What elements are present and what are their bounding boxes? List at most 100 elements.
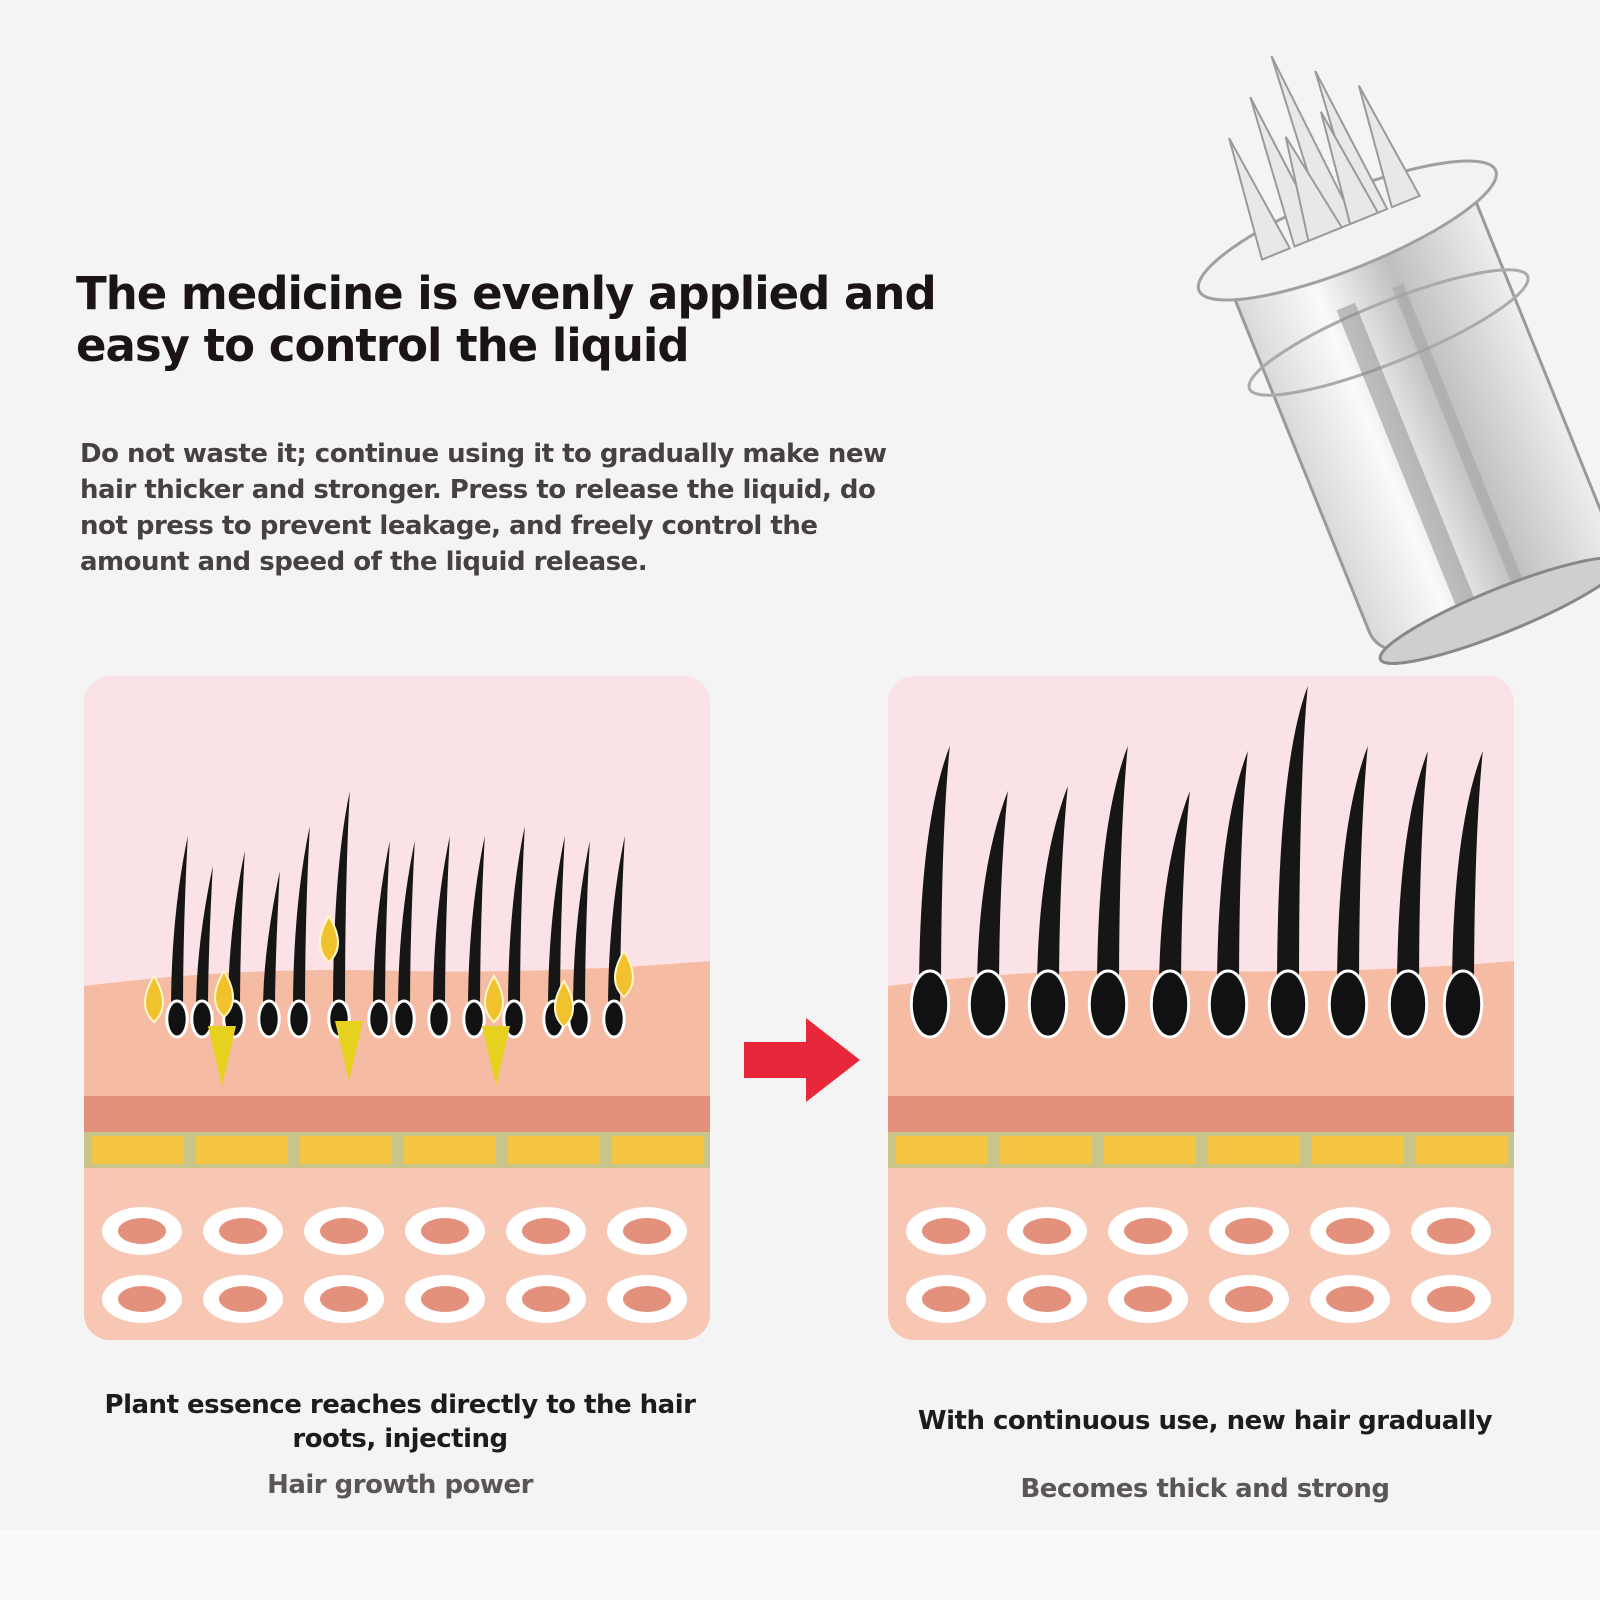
hair-strand bbox=[263, 871, 280, 1011]
cell-nucleus bbox=[623, 1218, 671, 1244]
hair-strand bbox=[373, 841, 390, 1011]
dermis-layer bbox=[84, 1096, 710, 1132]
cell-nucleus bbox=[219, 1218, 267, 1244]
hair-strand bbox=[1037, 786, 1068, 996]
hair-strand bbox=[1337, 746, 1368, 996]
hair-strand bbox=[1217, 751, 1248, 996]
hair-bulb bbox=[462, 999, 486, 1039]
hair-bulb bbox=[392, 999, 416, 1039]
fat-cell bbox=[1104, 1136, 1196, 1164]
bottom-strip bbox=[0, 1530, 1600, 1600]
cell-nucleus bbox=[922, 1218, 970, 1244]
hair-bulb bbox=[1087, 969, 1129, 1039]
fat-cell bbox=[612, 1136, 704, 1164]
cell-nucleus bbox=[1326, 1286, 1374, 1312]
fat-cell bbox=[1416, 1136, 1508, 1164]
cell-nucleus bbox=[320, 1218, 368, 1244]
hair-bulb bbox=[909, 969, 951, 1039]
fat-cell bbox=[1312, 1136, 1404, 1164]
fat-cell bbox=[92, 1136, 184, 1164]
essence-drop bbox=[214, 969, 234, 1019]
essence-arrow bbox=[482, 1026, 510, 1086]
cell-nucleus bbox=[922, 1286, 970, 1312]
fat-cell bbox=[300, 1136, 392, 1164]
hair-bulb bbox=[257, 999, 281, 1039]
fat-cell bbox=[896, 1136, 988, 1164]
hair-bulb bbox=[165, 999, 189, 1039]
tissue-layer bbox=[888, 1168, 1514, 1340]
after-diagram bbox=[888, 676, 1514, 1340]
essence-drop bbox=[484, 974, 504, 1024]
hair-bulb bbox=[1149, 969, 1191, 1039]
cell-nucleus bbox=[118, 1286, 166, 1312]
hair-strand bbox=[293, 826, 310, 1011]
cell-nucleus bbox=[1023, 1218, 1071, 1244]
fat-layer-bg bbox=[888, 1132, 1514, 1168]
hair-strand bbox=[398, 841, 415, 1011]
cell-nucleus bbox=[623, 1286, 671, 1312]
hair-strand bbox=[608, 836, 625, 1011]
page-title: The medicine is evenly applied and easy … bbox=[76, 267, 937, 372]
cell-nucleus bbox=[1225, 1218, 1273, 1244]
hair-bulb bbox=[1327, 969, 1369, 1039]
cell-nucleus bbox=[219, 1286, 267, 1312]
hair-bulb bbox=[190, 999, 214, 1039]
hair-strand bbox=[919, 746, 950, 996]
hair-strand bbox=[468, 836, 485, 1011]
cell-nucleus bbox=[421, 1286, 469, 1312]
hair-strand bbox=[1097, 746, 1128, 996]
right-caption: With continuous use, new hair gradually bbox=[917, 1406, 1493, 1436]
cell-nucleus bbox=[1427, 1286, 1475, 1312]
cell-nucleus bbox=[320, 1286, 368, 1312]
cell-nucleus bbox=[1124, 1218, 1172, 1244]
hair-strand bbox=[196, 866, 213, 1011]
cell-nucleus bbox=[118, 1218, 166, 1244]
fat-cell bbox=[196, 1136, 288, 1164]
hair-bulb bbox=[1027, 969, 1069, 1039]
cell-nucleus bbox=[1023, 1286, 1071, 1312]
description: Do not waste it; continue using it to gr… bbox=[80, 439, 887, 577]
essence-drop bbox=[614, 949, 634, 999]
fat-cell bbox=[1000, 1136, 1092, 1164]
essence-drop bbox=[554, 979, 574, 1029]
hair-bulb bbox=[1387, 969, 1429, 1039]
tissue-layer bbox=[84, 1168, 710, 1340]
cell-nucleus bbox=[1326, 1218, 1374, 1244]
essence-arrow bbox=[208, 1026, 236, 1086]
cell-nucleus bbox=[522, 1218, 570, 1244]
hair-strand bbox=[1277, 686, 1308, 996]
cell-nucleus bbox=[1225, 1286, 1273, 1312]
cell-nucleus bbox=[522, 1286, 570, 1312]
right-arrow-icon bbox=[744, 1018, 860, 1102]
left-subcaption: Hair growth power bbox=[267, 1470, 533, 1500]
essence-arrow bbox=[335, 1021, 363, 1081]
hair-bulb bbox=[367, 999, 391, 1039]
hair-strand bbox=[333, 791, 350, 1011]
hair-bulb bbox=[1207, 969, 1249, 1039]
essence-drop bbox=[319, 914, 339, 964]
hair-strand bbox=[573, 841, 590, 1011]
hair-bulb bbox=[287, 999, 311, 1039]
hair-strand bbox=[1397, 751, 1428, 996]
cell-nucleus bbox=[1124, 1286, 1172, 1312]
hair-applicator-image bbox=[1196, 55, 1600, 665]
hair-strand bbox=[548, 836, 565, 1011]
hair-strand bbox=[1159, 791, 1190, 996]
fat-layer-bg bbox=[84, 1132, 710, 1168]
fat-cell bbox=[508, 1136, 600, 1164]
hair-strand bbox=[171, 836, 188, 1011]
cell-nucleus bbox=[421, 1218, 469, 1244]
dermis-layer bbox=[888, 1096, 1514, 1132]
before-diagram bbox=[84, 676, 710, 1340]
left-caption: Plant essence reaches directly to the ha… bbox=[104, 1390, 696, 1454]
hair-strand bbox=[977, 791, 1008, 996]
hair-strand bbox=[433, 836, 450, 1011]
hair-bulb bbox=[967, 969, 1009, 1039]
hair-strand bbox=[1452, 751, 1483, 996]
hair-strand bbox=[508, 826, 525, 1011]
hair-bulb bbox=[602, 999, 626, 1039]
cell-nucleus bbox=[1427, 1218, 1475, 1244]
hair-bulb bbox=[1442, 969, 1484, 1039]
hair-strand bbox=[228, 851, 245, 1011]
fat-cell bbox=[1208, 1136, 1300, 1164]
